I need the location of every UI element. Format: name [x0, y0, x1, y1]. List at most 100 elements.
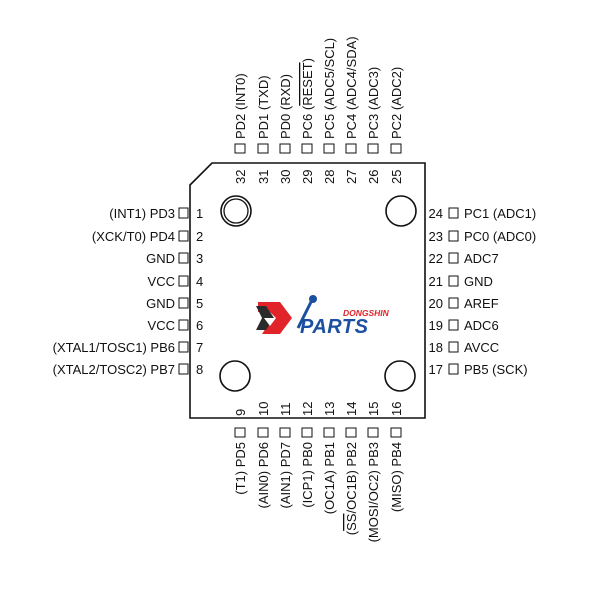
pin-label-19: ADC6 [464, 318, 499, 333]
pin-number-26: 26 [366, 170, 381, 184]
pin-label-20: AREF [464, 296, 499, 311]
pin-pad-25 [390, 143, 402, 154]
pin-pad-8 [178, 363, 189, 375]
pin-label-17: PB5 (SCK) [464, 362, 528, 377]
pin-number-23: 23 [429, 229, 443, 244]
pin-pad-24 [448, 207, 459, 219]
pin-pad-1 [178, 207, 189, 219]
mounting-hole-bottom-left [219, 360, 251, 392]
pin-number-4: 4 [196, 274, 203, 289]
pin-number-14: 14 [344, 402, 359, 416]
pin-number-2: 2 [196, 229, 203, 244]
pin-label-15: (MOSI/OC2) PB3 [366, 442, 381, 542]
pin-label-6: VCC [148, 318, 175, 333]
pin-pad-18 [448, 341, 459, 353]
pin-number-27: 27 [344, 170, 359, 184]
pin-number-18: 18 [429, 340, 443, 355]
pin-pad-9 [234, 427, 246, 438]
logo-brand-main: PARTS [300, 316, 369, 338]
pin-label-13: (OC1A) PB1 [322, 442, 337, 514]
pin-label-4: VCC [148, 274, 175, 289]
logo-mark-notch [264, 318, 276, 326]
mounting-hole-top-right [385, 195, 417, 227]
pin-pad-11 [279, 427, 291, 438]
pin-number-29: 29 [300, 170, 315, 184]
pin-number-17: 17 [429, 362, 443, 377]
pin-pad-29 [301, 143, 313, 154]
pin-label-23: PC0 (ADC0) [464, 229, 536, 244]
pin-number-22: 22 [429, 251, 443, 266]
pin-label-27: PC4 (ADC4/SDA) [344, 36, 359, 139]
pin-pad-23 [448, 230, 459, 242]
pin-pad-14 [345, 427, 357, 438]
pin-pad-13 [323, 427, 335, 438]
dongshin-parts-logo: DONGSHIN PARTS [256, 295, 390, 338]
pin-number-5: 5 [196, 296, 203, 311]
pin-label-30: PD0 (RXD) [278, 74, 293, 139]
pin-number-24: 24 [429, 206, 443, 221]
pin-pad-16 [390, 427, 402, 438]
pin-label-32: PD2 (INT0) [233, 73, 248, 139]
pin-number-25: 25 [389, 170, 404, 184]
pin-label-11: (AIN1) PD7 [278, 442, 293, 508]
pin-number-30: 30 [278, 170, 293, 184]
pin-pad-10 [257, 427, 269, 438]
pin-number-1: 1 [196, 206, 203, 221]
pin-label-9: (T1) PD5 [233, 442, 248, 495]
pin-number-7: 7 [196, 340, 203, 355]
mounting-hole-bottom-right [384, 360, 416, 392]
pin-pad-19 [448, 319, 459, 331]
pin-label-25: PC2 (ADC2) [389, 67, 404, 139]
pin-label-5: GND [146, 296, 175, 311]
pin-label-29: PC6 (RESET) [300, 58, 315, 139]
pin-pad-12 [301, 427, 313, 438]
pin-label-16: (MISO) PB4 [389, 442, 404, 512]
logo-brand-top: DONGSHIN [343, 308, 390, 318]
logo-tool-head-icon [309, 295, 317, 303]
pin-pad-15 [367, 427, 379, 438]
pin-label-24: PC1 (ADC1) [464, 206, 536, 221]
pin-number-11: 11 [278, 403, 293, 417]
logo-tool-icon [296, 299, 314, 329]
pin-pad-3 [178, 252, 189, 264]
pin-pad-5 [178, 297, 189, 309]
pin-label-8: (XTAL2/TOSC2) PB7 [53, 362, 175, 377]
pin-label-7: (XTAL1/TOSC1) PB6 [53, 340, 175, 355]
pin-number-28: 28 [322, 170, 337, 184]
pin-pad-6 [178, 319, 189, 331]
pin-number-20: 20 [429, 296, 443, 311]
pin-label-10: (AIN0) PD6 [256, 442, 271, 508]
pin-pad-22 [448, 252, 459, 264]
pin-number-19: 19 [429, 318, 443, 333]
pin-number-15: 15 [366, 402, 381, 416]
pin-pad-7 [178, 341, 189, 353]
pin-number-6: 6 [196, 318, 203, 333]
pin-number-9: 9 [233, 409, 248, 416]
pin-label-1: (INT1) PD3 [109, 206, 175, 221]
pin-number-3: 3 [196, 251, 203, 266]
pin-label-21: GND [464, 274, 493, 289]
pin-number-13: 13 [322, 402, 337, 416]
pin-pad-20 [448, 297, 459, 309]
pin-number-8: 8 [196, 362, 203, 377]
pin-number-32: 32 [233, 170, 248, 184]
pin-label-26: PC3 (ADC3) [366, 67, 381, 139]
pin-pad-32 [234, 143, 246, 154]
pin1-marker-inner [223, 198, 249, 224]
pin-pad-2 [178, 230, 189, 242]
pin-label-18: AVCC [464, 340, 499, 355]
pin-pad-21 [448, 275, 459, 287]
pin-number-21: 21 [429, 274, 443, 289]
pin-label-14: (SS/OC1B) PB2 [344, 442, 359, 535]
pin-label-3: GND [146, 251, 175, 266]
pin-pad-31 [257, 143, 269, 154]
pin-label-12: (ICP1) PB0 [300, 442, 315, 508]
pin-number-12: 12 [300, 402, 315, 416]
pin-pad-30 [279, 143, 291, 154]
pin-pad-26 [367, 143, 379, 154]
pin-pad-4 [178, 275, 189, 287]
